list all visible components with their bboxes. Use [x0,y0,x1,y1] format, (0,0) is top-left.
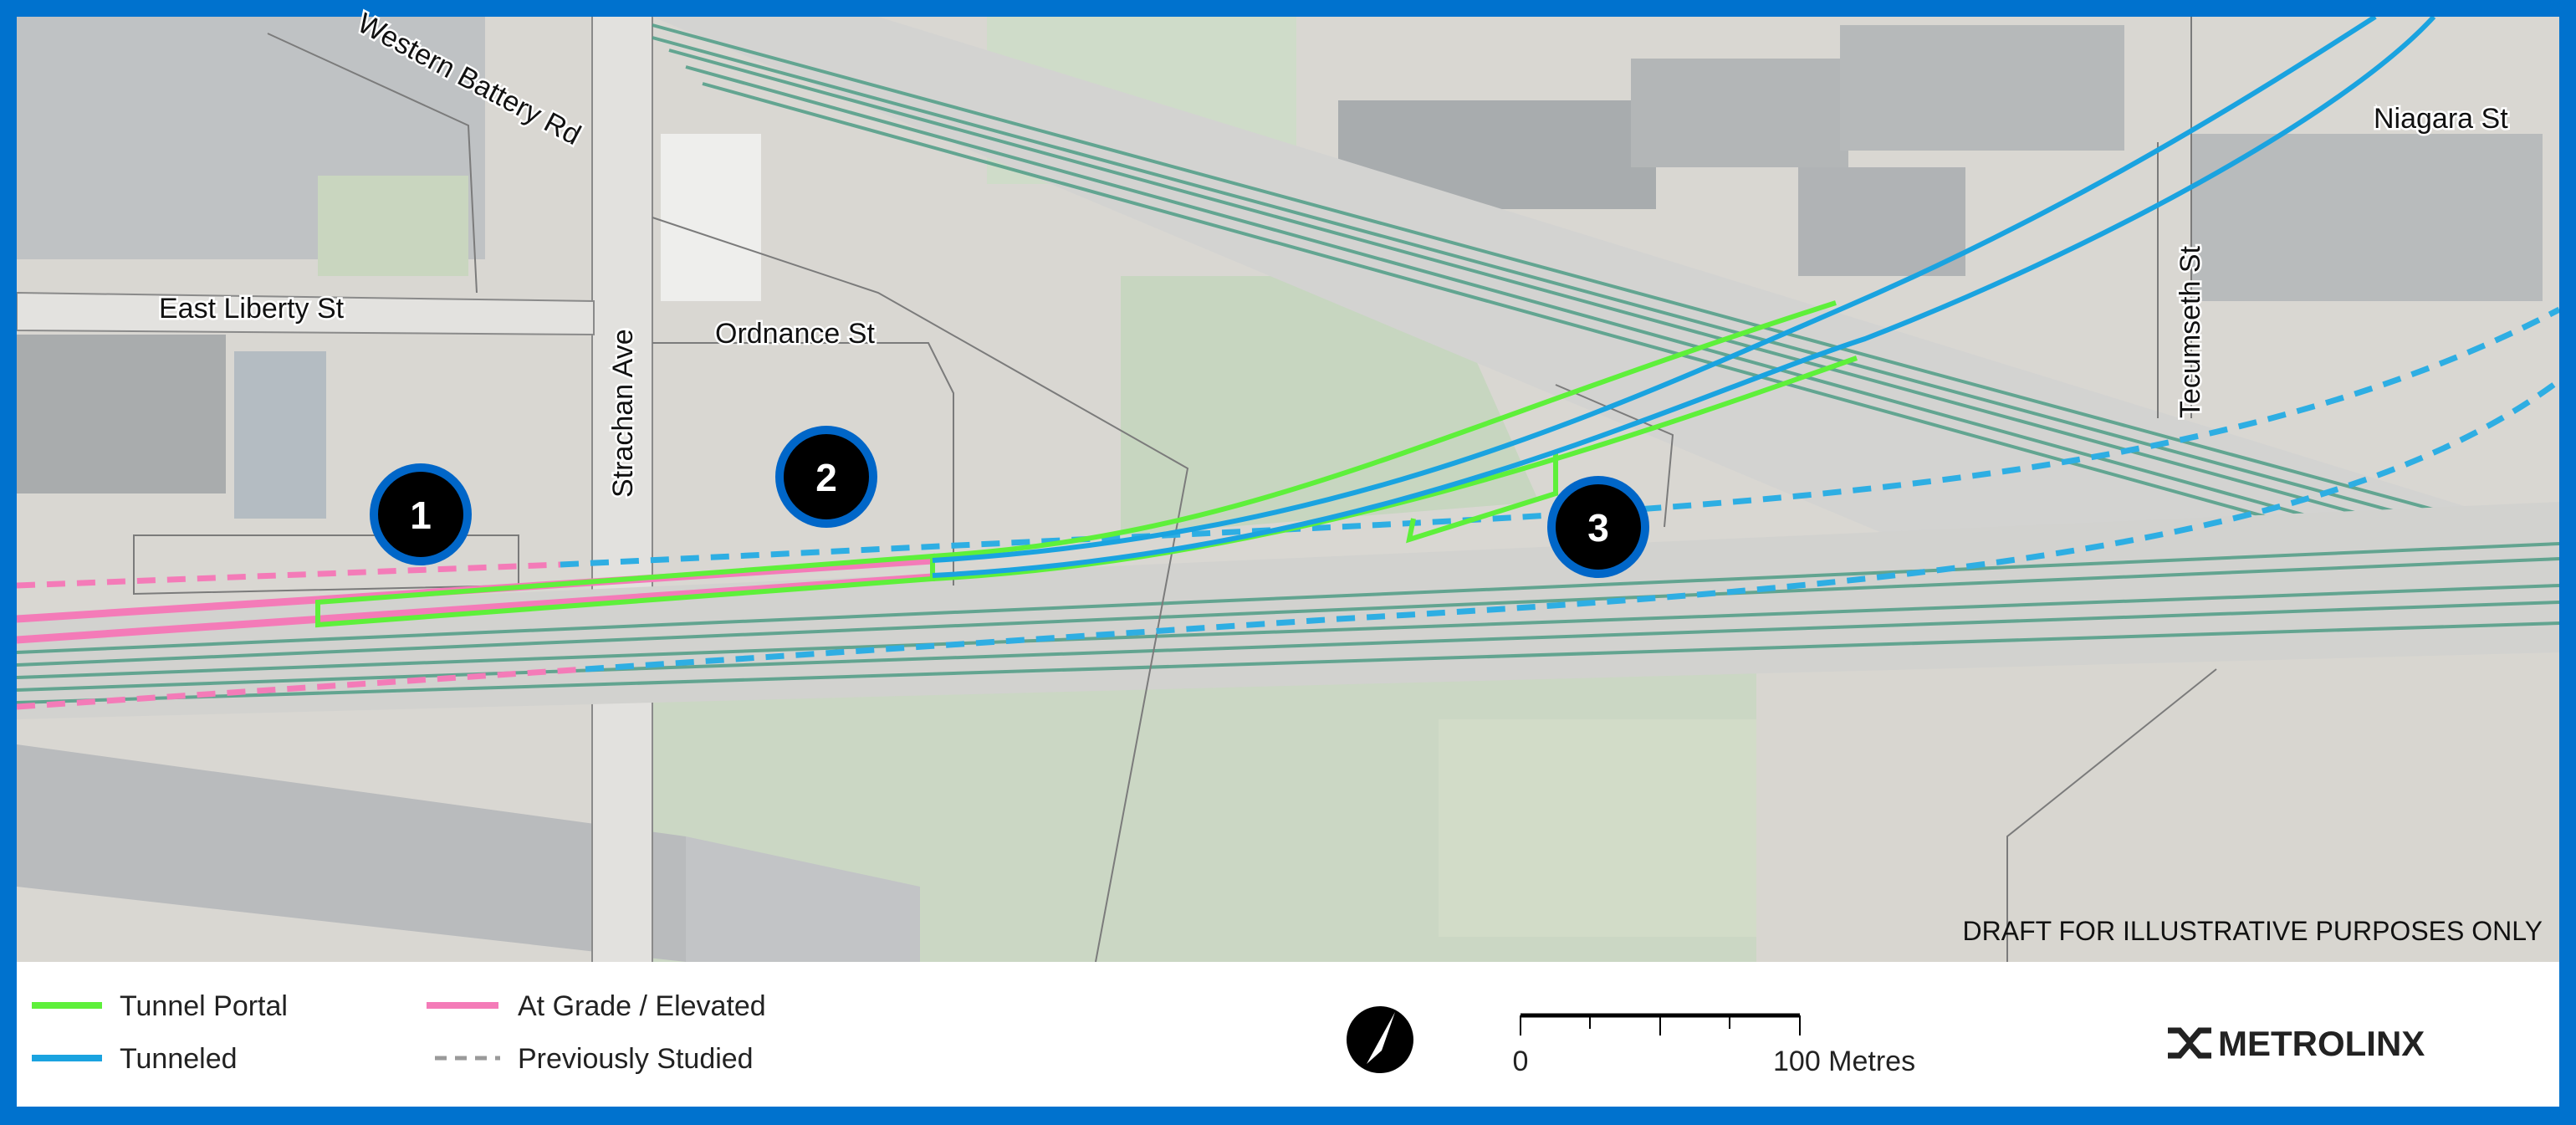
previously-studied-line-upper-blue [560,306,2559,568]
site-marker-2[interactable]: 2 [775,426,877,528]
draft-disclaimer: DRAFT FOR ILLUSTRATIVE PURPOSES ONLY [1963,916,2543,946]
legend-label-at-grade: At Grade / Elevated [518,990,766,1022]
previously-studied-line-upper [17,561,561,589]
metrolinx-logo-icon [2168,1027,2211,1059]
alignment-lines [17,17,2559,710]
scale-label-zero: 0 [1513,1046,1529,1077]
tunneled-line-1 [932,17,2377,563]
street-label-niagara: Niagara St [2374,103,2508,135]
street-label-ordnance: Ordnance St [715,318,875,350]
svg-text:2: 2 [815,456,837,499]
legend: Tunnel Portal Tunneled At Grade / Elevat… [32,990,766,1075]
scale-label-max: 100 Metres [1773,1046,1915,1077]
metrolinx-logo: METROLINX [2168,1024,2425,1063]
svg-text:3: 3 [1587,506,1609,550]
legend-label-tunnel-portal: Tunnel Portal [120,990,288,1022]
legend-label-tunneled: Tunneled [120,1043,238,1075]
previously-studied-line-lower [17,666,586,710]
site-marker-3[interactable]: 3 [1547,476,1649,578]
tunneled-line-2 [932,17,2436,578]
scale-bar [1520,1013,1801,1036]
street-label-strachan: Strachan Ave [607,329,639,498]
at-grade-line-lower [17,573,933,644]
tunnel-portal-curve-lower [932,355,1858,581]
legend-label-previously-studied: Previously Studied [518,1043,754,1075]
street-label-east-liberty: East Liberty St [159,293,345,325]
site-marker-1[interactable]: 1 [370,463,472,565]
north-arrow-icon [1347,1006,1413,1073]
street-label-tecumseth: Tecumseth St [2175,245,2206,418]
svg-text:METROLINX: METROLINX [2218,1024,2425,1063]
previously-studied-line-lower-blue [585,378,2559,672]
tunnel-portal-curve-upper [932,300,1837,559]
svg-text:1: 1 [410,493,432,537]
